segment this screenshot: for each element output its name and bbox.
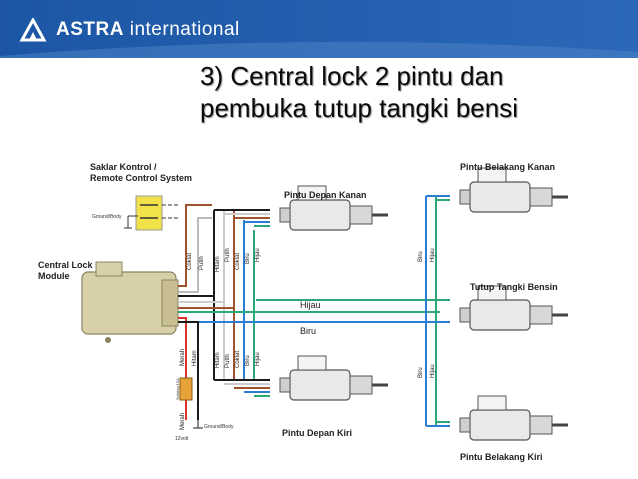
wire-label-blue: Biru <box>300 326 316 336</box>
label-putih-switch: Putih <box>199 256 205 270</box>
title-line-2: pembuka tutup tangki bensi <box>200 93 518 123</box>
fuel-lid-label: Tutup Tangki Bensin <box>470 282 558 292</box>
switch-box <box>135 195 163 231</box>
switch-label-1: Saklar Kontrol / <box>90 162 157 172</box>
front-left-actuator <box>278 354 390 402</box>
module-label-1: Central Lock <box>38 260 94 270</box>
switch-wires <box>178 204 212 293</box>
label-hitam-top: Hitam <box>215 256 221 272</box>
central-lock-module: Central Lock Module <box>38 260 179 343</box>
label-merah-2: Merah <box>180 413 186 430</box>
front-left-label: Pintu Depan Kiri <box>282 428 352 438</box>
label-hitam-bottom: Hitam <box>215 352 221 368</box>
rear-right-actuator <box>458 166 570 214</box>
switch-label-2: Remote Control System <box>90 173 192 183</box>
label-hijau-top: Hijau <box>255 248 261 262</box>
rear-left-actuator <box>458 394 570 442</box>
wire-label-green: Hijau <box>300 300 321 310</box>
slide-title: 3) Central lock 2 pintu dan pembuka tutu… <box>200 60 518 124</box>
fuel-lid-actuator <box>458 284 570 332</box>
switch-ground-label: Ground/Body <box>92 214 122 220</box>
title-line-1: 3) Central lock 2 pintu dan <box>200 61 504 91</box>
label-hitam-power: Hitam <box>192 350 198 366</box>
module-label-2: Module <box>38 271 70 281</box>
brand-name: ASTRA international <box>56 19 240 40</box>
astra-logo-icon <box>19 18 47 42</box>
label-biru-bottom: Biru <box>245 355 251 366</box>
label-biru-right-bottom: Biru <box>418 367 424 378</box>
battery-label: 12volt <box>175 436 189 442</box>
bus-wires <box>178 195 450 427</box>
power-wires: Ground/Body 12volt Sekring 15A <box>175 317 234 442</box>
fuse-label: Sekring 15A <box>175 378 180 400</box>
company-logo: ASTRA international <box>18 18 240 42</box>
label-hijau-bottom: Hijau <box>255 352 261 366</box>
label-merah-1: Merah <box>180 349 186 366</box>
label-biru-right-top: Biru <box>418 251 424 262</box>
label-biru-top: Biru <box>245 253 251 264</box>
label-coklat-bottom: Coklat <box>235 351 241 368</box>
label-coklat-switch: Coklat <box>187 253 193 270</box>
front-right-label: Pintu Depan Kanan <box>284 190 367 200</box>
module-ground-label: Ground/Body <box>204 424 234 430</box>
fuse <box>179 377 193 401</box>
label-putih-top: Putih <box>225 248 231 262</box>
rear-right-label: Pintu Belakang Kanan <box>460 162 555 172</box>
header-band <box>0 0 638 58</box>
label-hijau-right-bottom: Hijau <box>430 364 436 378</box>
control-switch: Saklar Kontrol / Remote Control System G… <box>90 162 192 231</box>
label-putih-bottom: Putih <box>225 354 231 368</box>
label-coklat-top: Coklat <box>235 253 241 270</box>
rear-left-label: Pintu Belakang Kiri <box>460 452 543 462</box>
label-hijau-right-top: Hijau <box>430 248 436 262</box>
slide-header: ASTRA international <box>0 0 638 58</box>
